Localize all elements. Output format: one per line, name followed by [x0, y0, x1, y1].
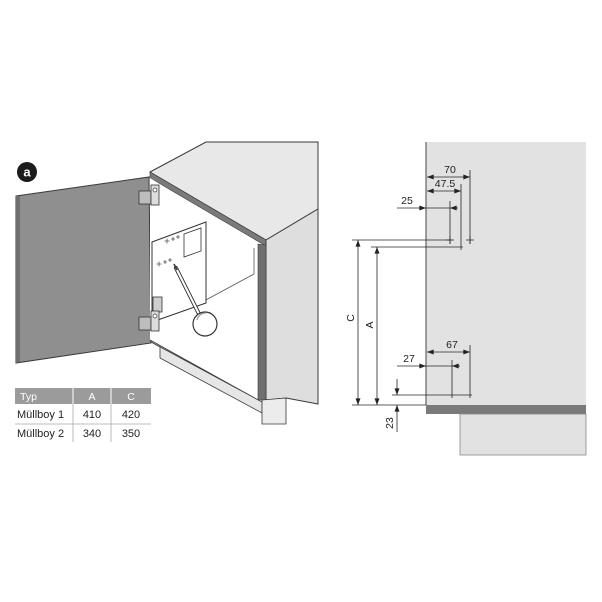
screwdriver-icon [173, 263, 218, 337]
dimension-label-70: 70 [444, 164, 456, 176]
cabinet-floor [426, 405, 586, 414]
dimension-label-23: 23 [384, 417, 396, 429]
row-value-a: 410 [83, 409, 101, 421]
row-type: Müllboy 2 [17, 428, 64, 440]
badge-label: a [23, 165, 31, 180]
dimension-label-67: 67 [446, 339, 458, 351]
drill-marks-lower [156, 258, 172, 267]
plate-hinge-bracket [152, 296, 163, 313]
table-header-a: A [88, 391, 95, 403]
section-drawing: 70 47.5 25 C A 67 27 [345, 142, 587, 456]
table-row: Müllboy 1 410 420 [17, 409, 140, 421]
cabinet-side-panel [265, 208, 319, 405]
cabinet-plinth [150, 341, 263, 414]
dimension-label-25: 25 [401, 195, 413, 207]
dimension-label-c: C [345, 314, 357, 322]
cabinet-illustration: a [15, 141, 319, 425]
table-header-background [15, 388, 151, 404]
plinth-corner-block [261, 397, 287, 425]
cabinet-door [15, 176, 152, 364]
door-edge [16, 196, 20, 363]
hole-position-marks [446, 236, 474, 244]
dimension-label-47-5: 47.5 [435, 178, 456, 190]
drill-marks-upper [164, 235, 180, 244]
table-header-typ: Typ [20, 391, 37, 403]
table-row: Müllboy 2 340 350 [17, 428, 140, 440]
dimension-table: Typ A C Müllboy 1 410 420 Müllboy 2 340 … [15, 388, 151, 442]
badge-circle [17, 162, 37, 182]
row-value-c: 350 [122, 428, 140, 440]
dimension-label-a: A [364, 321, 376, 328]
dimension-label-27: 27 [403, 353, 415, 365]
table-header-c: C [127, 391, 135, 403]
hinge-bottom [138, 310, 160, 332]
plinth-section [459, 413, 587, 456]
row-value-c: 420 [122, 409, 140, 421]
hinge-top [138, 184, 160, 206]
plate-window [183, 227, 202, 258]
side-wall-panel [426, 142, 586, 405]
side-panel-front-edge [257, 243, 267, 401]
badge-a: a [17, 162, 37, 182]
interior-floor-back-edge [203, 273, 255, 302]
row-value-a: 340 [83, 428, 101, 440]
row-type: Müllboy 1 [17, 409, 64, 421]
